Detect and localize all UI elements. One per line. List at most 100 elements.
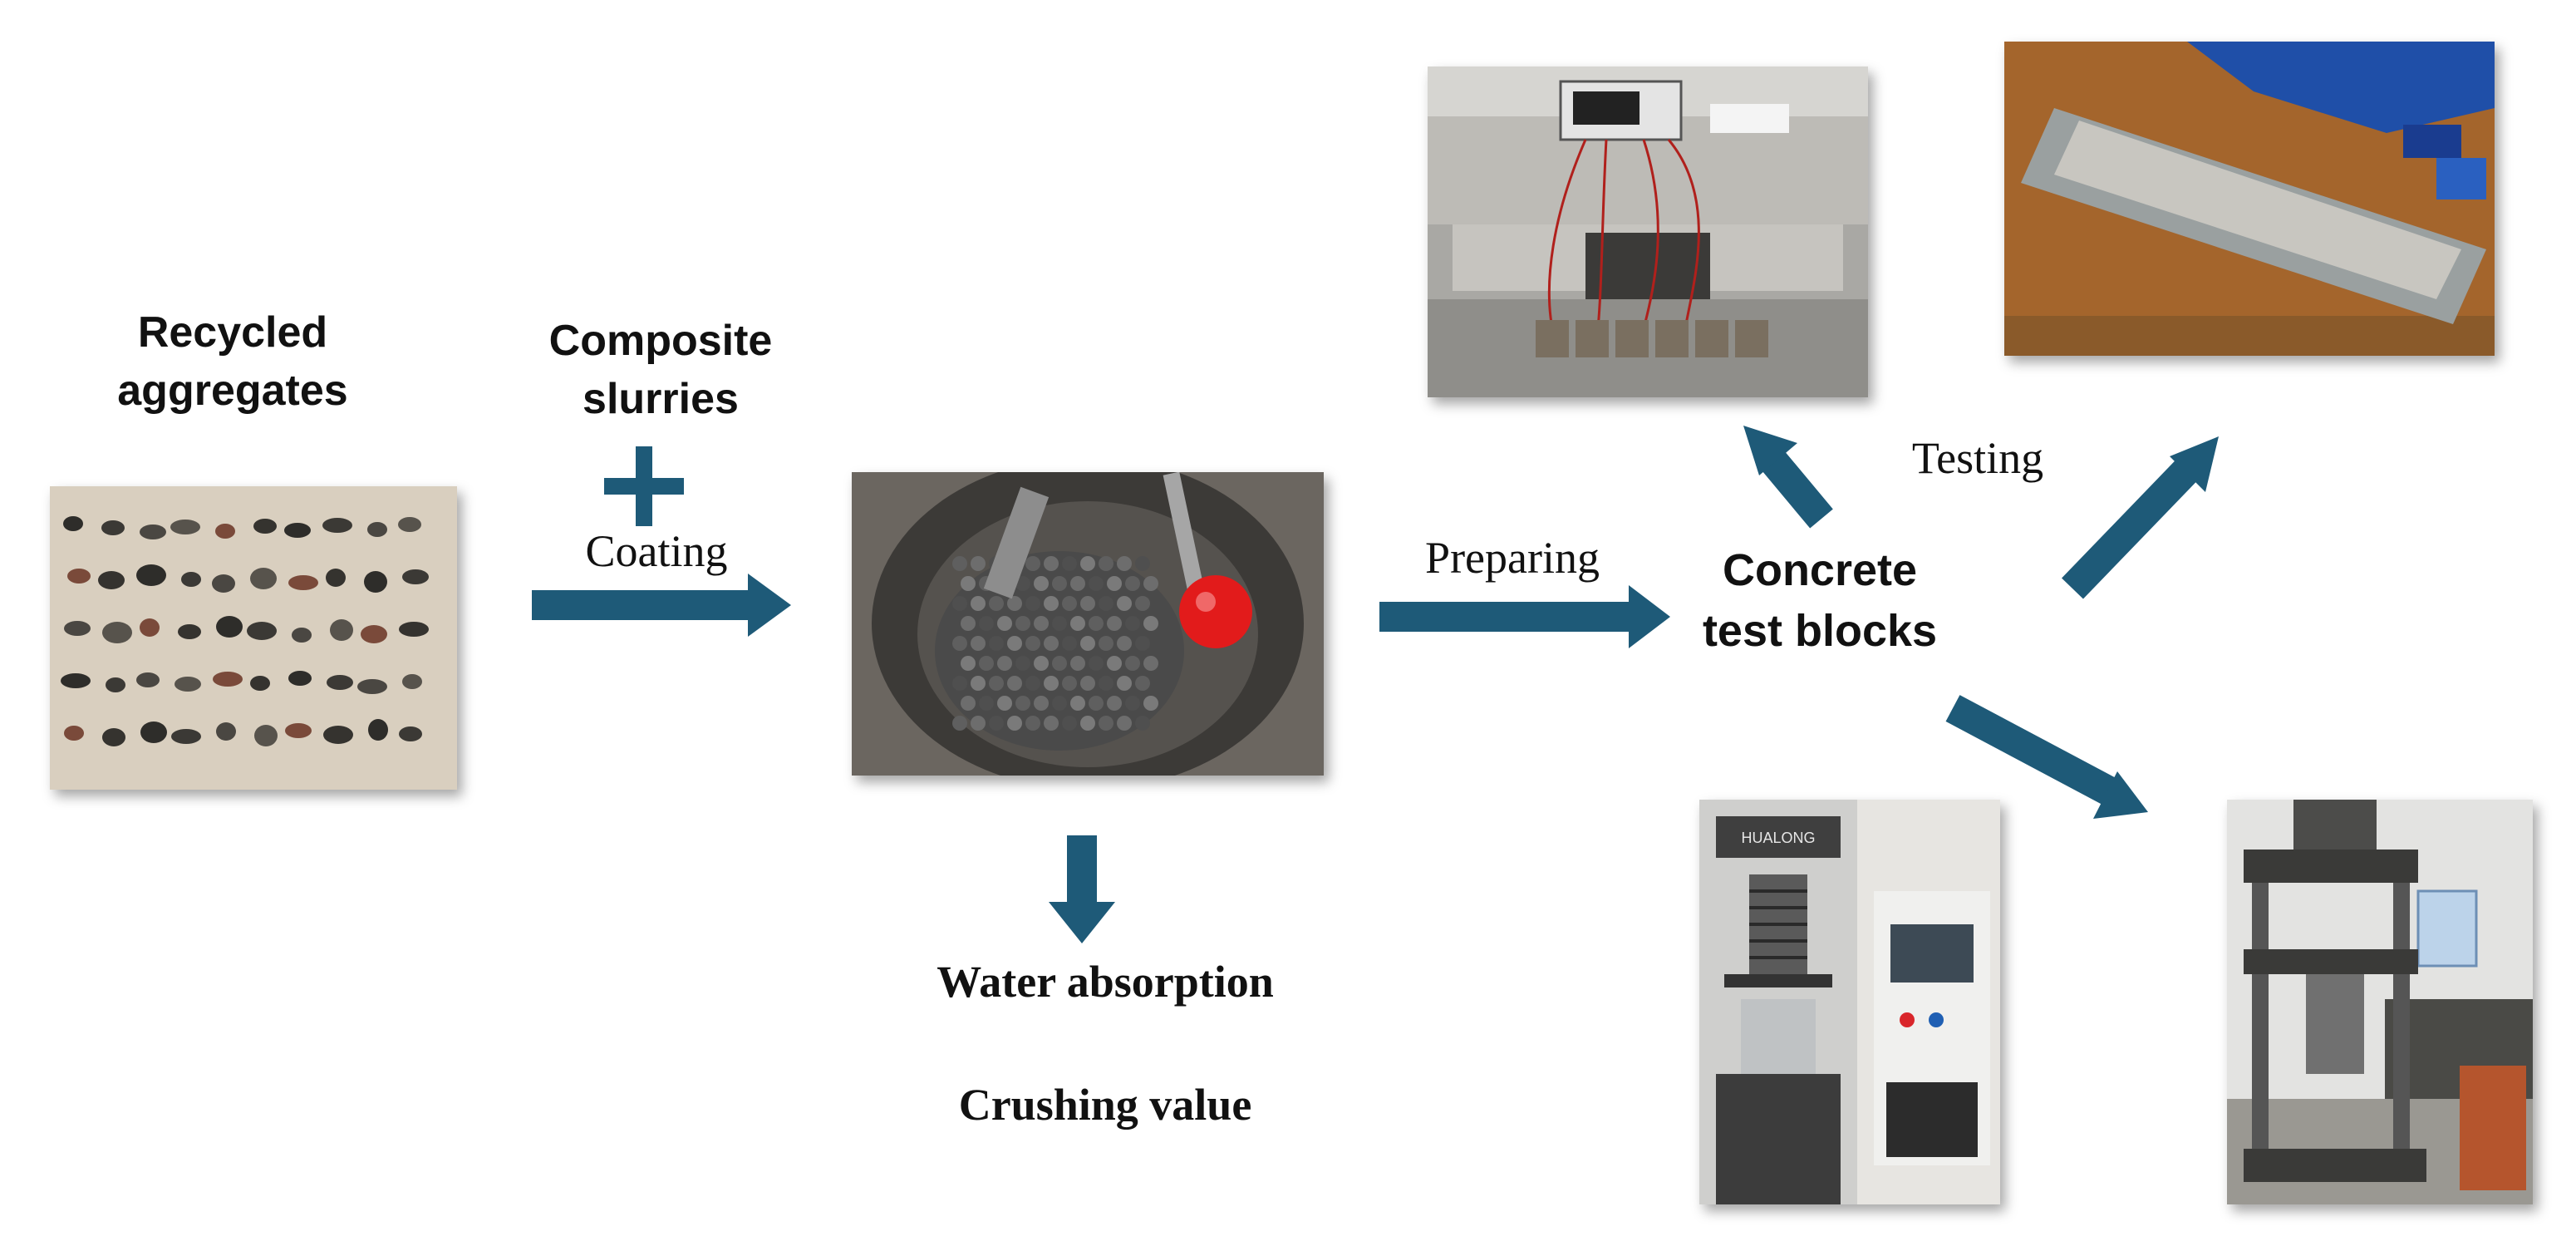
coated-granule: [1044, 716, 1059, 731]
coated-granule: [1007, 716, 1022, 731]
aggregate-stone: [213, 672, 243, 687]
aggregate-stone: [250, 676, 270, 691]
coated-granule: [1044, 676, 1059, 691]
aggregate-stone: [170, 520, 200, 534]
coated-granule: [1062, 716, 1077, 731]
coated-granule: [1107, 576, 1122, 591]
coated-granule: [1007, 636, 1022, 651]
coated-granule: [989, 596, 1004, 611]
coated-granule: [1007, 676, 1022, 691]
coated-granule: [1089, 616, 1104, 631]
coated-granule: [1080, 716, 1095, 731]
coated-granule: [997, 656, 1012, 671]
coated-granule: [979, 656, 994, 671]
coated-granule: [1080, 676, 1095, 691]
testing-label: Testing: [1911, 433, 2044, 483]
down-arrow: [1049, 835, 1115, 943]
coated-granule: [1034, 576, 1049, 591]
coated-granule: [1062, 676, 1077, 691]
coated-granule: [1099, 716, 1113, 731]
coated-granule: [1089, 656, 1104, 671]
coated-granule: [1015, 696, 1030, 711]
aggregate-stone: [364, 571, 387, 593]
aggregate-stone: [250, 568, 277, 589]
coated-granule: [1125, 656, 1140, 671]
concrete-test-blocks-label: Concrete test blocks: [1702, 545, 1938, 656]
coated-granule: [1117, 596, 1132, 611]
coated-granule: [1025, 596, 1040, 611]
mixing-drum-photo: [852, 472, 1324, 776]
aggregate-stone: [140, 618, 160, 637]
aggregate-stone: [212, 574, 235, 593]
coated-granule: [1052, 616, 1067, 631]
coated-granule: [1107, 616, 1122, 631]
coated-granule: [989, 716, 1004, 731]
arrow-down-right-line: [1945, 695, 2118, 805]
coated-granule: [979, 616, 994, 631]
aggregate-stone: [102, 728, 125, 746]
coated-granule: [1143, 576, 1158, 591]
coated-granule: [961, 576, 976, 591]
coated-granule: [1117, 556, 1132, 571]
aggregate-stone: [326, 569, 346, 587]
coated-granule: [1007, 596, 1022, 611]
coated-granule: [1044, 596, 1059, 611]
aggregate-stone: [285, 723, 312, 738]
aggregate-stone: [327, 675, 353, 690]
aggregate-stone: [398, 517, 421, 532]
aggregate-stone: [216, 722, 236, 741]
coated-granule: [1135, 556, 1150, 571]
coated-granule: [952, 676, 967, 691]
aggregate-stone: [64, 621, 91, 636]
aggregate-stone: [288, 671, 312, 686]
coated-granule: [1025, 716, 1040, 731]
coated-granule: [1062, 636, 1077, 651]
aggregate-stone: [284, 523, 311, 538]
coated-granule: [1135, 716, 1150, 731]
coated-granule: [997, 616, 1012, 631]
coated-granule: [1034, 696, 1049, 711]
coated-granule: [971, 716, 986, 731]
coated-granule: [1135, 636, 1150, 651]
aggregate-stone: [216, 616, 243, 638]
coated-granule: [1062, 556, 1077, 571]
coated-granule: [952, 636, 967, 651]
coated-granule: [1034, 616, 1049, 631]
coated-granule: [979, 696, 994, 711]
coated-granule: [1099, 556, 1113, 571]
aggregate-stone: [136, 672, 160, 687]
aggregate-stone: [330, 619, 353, 641]
preparing-label: Preparing: [1425, 533, 1600, 583]
coating-arrow: [532, 574, 791, 637]
aggregate-stone: [367, 522, 387, 537]
coated-granule: [1025, 636, 1040, 651]
composite-slurries-label: Composite slurries: [548, 317, 773, 424]
coated-granule: [1107, 656, 1122, 671]
coated-granule: [1089, 576, 1104, 591]
coated-granule: [952, 596, 967, 611]
coated-granule: [1080, 556, 1095, 571]
coated-granule: [1089, 696, 1104, 711]
coated-granule: [1125, 696, 1140, 711]
arrow-up-left-head: [1743, 426, 1797, 475]
coated-granule: [1015, 616, 1030, 631]
aggregate-stone: [175, 677, 201, 692]
coated-granule: [1070, 656, 1085, 671]
preparing-arrow: [1379, 585, 1670, 648]
coated-granule: [1015, 656, 1030, 671]
aggregate-stone: [98, 571, 125, 589]
coated-granule: [952, 556, 967, 571]
recycled-aggregates-photo: [50, 486, 457, 790]
coated-granule: [971, 556, 986, 571]
aggregate-stone: [247, 622, 277, 640]
coated-granule: [1125, 616, 1140, 631]
aggregate-stone: [402, 569, 429, 584]
aggregate-stone: [399, 622, 429, 637]
aggregate-stone: [140, 721, 167, 743]
coated-granule: [1143, 616, 1158, 631]
coated-granule: [1070, 576, 1085, 591]
aggregate-stone: [106, 677, 125, 692]
coated-granule: [1135, 596, 1150, 611]
coated-granule: [961, 696, 976, 711]
coated-granule: [1052, 576, 1067, 591]
